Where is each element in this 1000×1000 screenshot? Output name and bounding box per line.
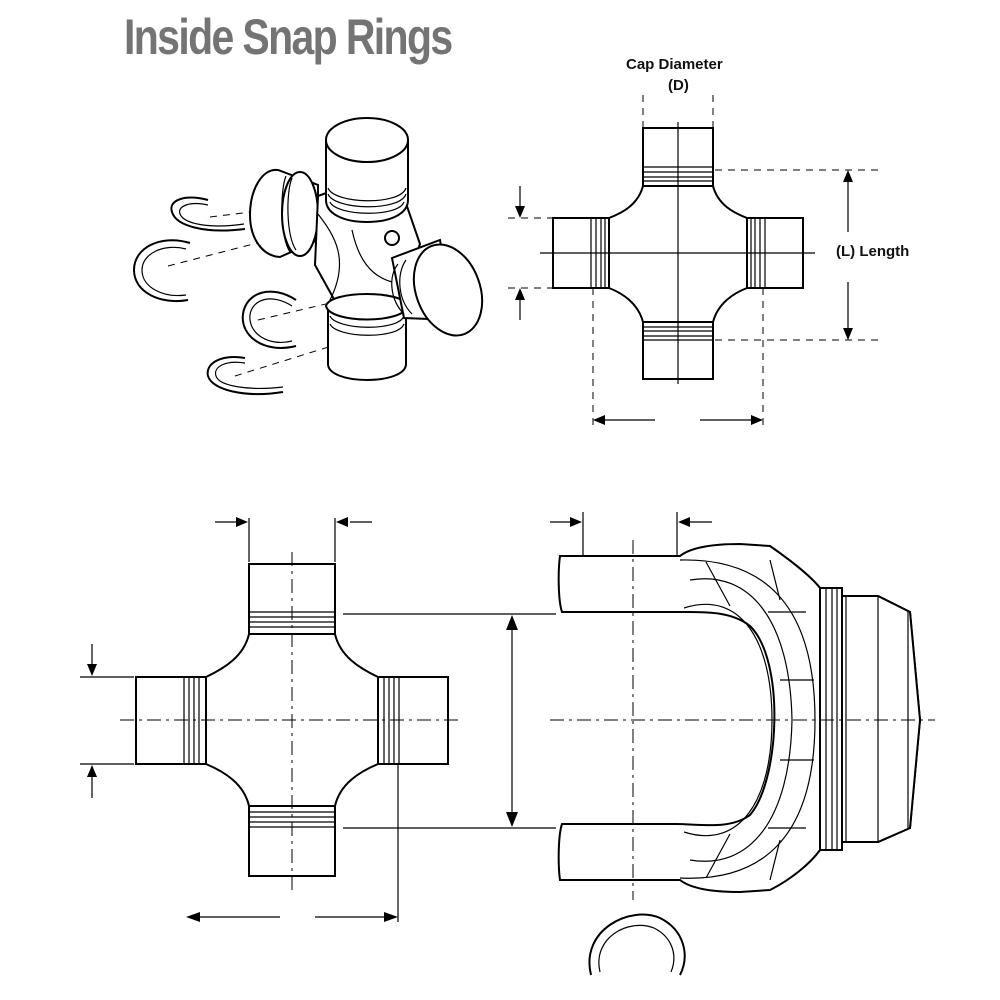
isometric-u-joint bbox=[132, 117, 484, 395]
bottom-u-joint bbox=[80, 517, 556, 922]
snap-ring bbox=[132, 239, 191, 303]
snap-ring bbox=[170, 196, 246, 232]
cap-diameter-symbol: (D) bbox=[668, 77, 689, 94]
length-label: (L) Length bbox=[836, 243, 910, 260]
page-title: Inside Snap Rings bbox=[124, 9, 453, 65]
snap-ring bbox=[241, 290, 297, 349]
cap-diameter-label: Cap Diameter bbox=[626, 56, 723, 73]
snap-ring bbox=[206, 356, 284, 395]
yoke-side-view bbox=[550, 512, 935, 976]
top-view-u-joint bbox=[508, 95, 880, 425]
snap-ring-bottom bbox=[588, 913, 686, 976]
